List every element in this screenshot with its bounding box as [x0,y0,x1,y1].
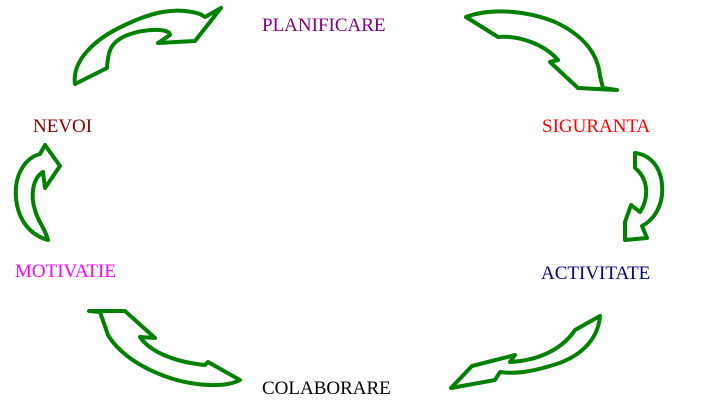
arrow-colaborare-to-motivatie [87,309,242,388]
arrow-activitate-to-colaborare [449,314,602,390]
arrow-nevoi-to-planificare [72,6,223,86]
node-activitate: ACTIVITATE [541,263,651,284]
node-planificare: PLANIFICARE [262,15,386,36]
node-colaborare: COLABORARE [262,378,391,399]
arrow-siguranta-to-activitate [623,151,665,242]
arrow-motivatie-to-nevoi [13,143,62,242]
node-siguranta: SIGURANTA [542,116,651,137]
node-motivatie: MOTIVATIE [15,261,116,282]
node-nevoi: NEVOI [33,116,93,137]
arrow-planificare-to-siguranta [464,9,619,92]
